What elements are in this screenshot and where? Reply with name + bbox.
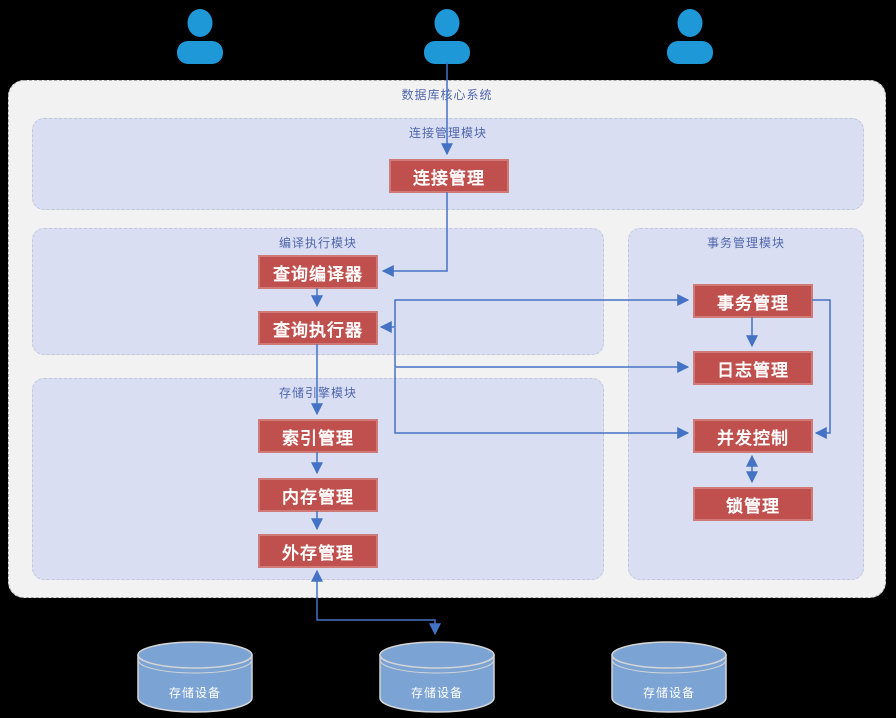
node-label: 锁管理 [726, 496, 780, 517]
module-title: 事务管理模块 [706, 236, 785, 250]
storage-device-label: 存储设备 [168, 686, 221, 700]
node-query-executor: 查询执行器 [258, 311, 378, 345]
user-icon [666, 8, 714, 64]
database-cylinder-icon [137, 641, 253, 713]
node-index-mgmt: 索引管理 [258, 419, 378, 453]
module-title: 连接管理模块 [408, 126, 487, 140]
node-label: 日志管理 [717, 360, 789, 381]
module-title: 编译执行模块 [278, 236, 357, 250]
node-label: 事务管理 [717, 293, 789, 314]
storage-device-2: 存储设备 [378, 640, 496, 714]
node-label: 内存管理 [282, 487, 354, 508]
node-label: 连接管理 [413, 168, 485, 189]
database-cylinder-icon [379, 641, 495, 713]
module-storage-engine: 存储引擎模块 索引管理 内存管理 外存管理 [32, 378, 604, 580]
module-connection-mgmt: 连接管理模块 连接管理 [32, 118, 864, 210]
database-cylinder-icon [611, 641, 727, 713]
node-external-storage-mgmt: 外存管理 [258, 534, 378, 568]
storage-device-label: 存储设备 [410, 686, 463, 700]
person-icon [667, 9, 713, 64]
user-icon [176, 8, 224, 64]
person-icon [177, 9, 223, 64]
user-icon [423, 8, 471, 64]
module-compile-execute: 编译执行模块 查询编译器 查询执行器 [32, 228, 604, 355]
node-connection-mgmt: 连接管理 [389, 159, 509, 193]
node-label: 并发控制 [717, 428, 789, 449]
node-log-mgmt: 日志管理 [693, 351, 813, 385]
storage-device-label: 存储设备 [642, 686, 695, 700]
person-icon [424, 9, 470, 64]
node-label: 索引管理 [282, 428, 354, 449]
module-title: 存储引擎模块 [278, 386, 357, 400]
node-label: 外存管理 [282, 543, 354, 564]
storage-device-3: 存储设备 [610, 640, 728, 714]
node-concurrency-control: 并发控制 [693, 419, 813, 453]
node-memory-mgmt: 内存管理 [258, 478, 378, 512]
node-query-compiler: 查询编译器 [258, 255, 378, 289]
node-label: 查询执行器 [273, 320, 363, 341]
node-label: 查询编译器 [273, 264, 363, 285]
module-transaction-mgmt: 事务管理模块 事务管理 日志管理 并发控制 锁管理 [628, 228, 864, 580]
system-title: 数据库核心系统 [401, 88, 493, 102]
node-transaction-mgmt: 事务管理 [693, 284, 813, 318]
storage-device-1: 存储设备 [136, 640, 254, 714]
node-lock-mgmt: 锁管理 [693, 487, 813, 521]
